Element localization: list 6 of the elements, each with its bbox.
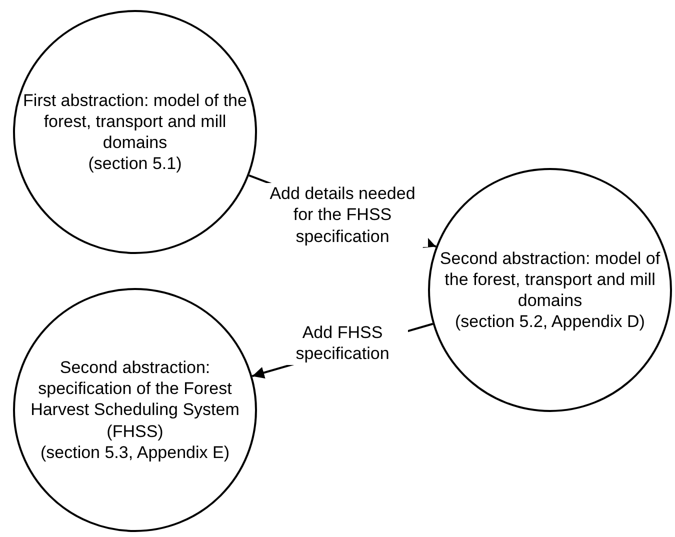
node-text: (section 5.1) (87, 153, 183, 174)
node-text: Second abstraction: specification of the Forest Harvest Scheduling System (FHSS) (30, 356, 240, 442)
node-text: (section 5.3, Appendix E) (39, 442, 230, 464)
node-text: Second abstraction: model of the forest, transport and mill domains (438, 248, 662, 312)
node-text: (section 5.2, Appendix D) (454, 311, 646, 332)
node-text: First abstraction: model of the forest, transport and mill domains (22, 90, 248, 154)
